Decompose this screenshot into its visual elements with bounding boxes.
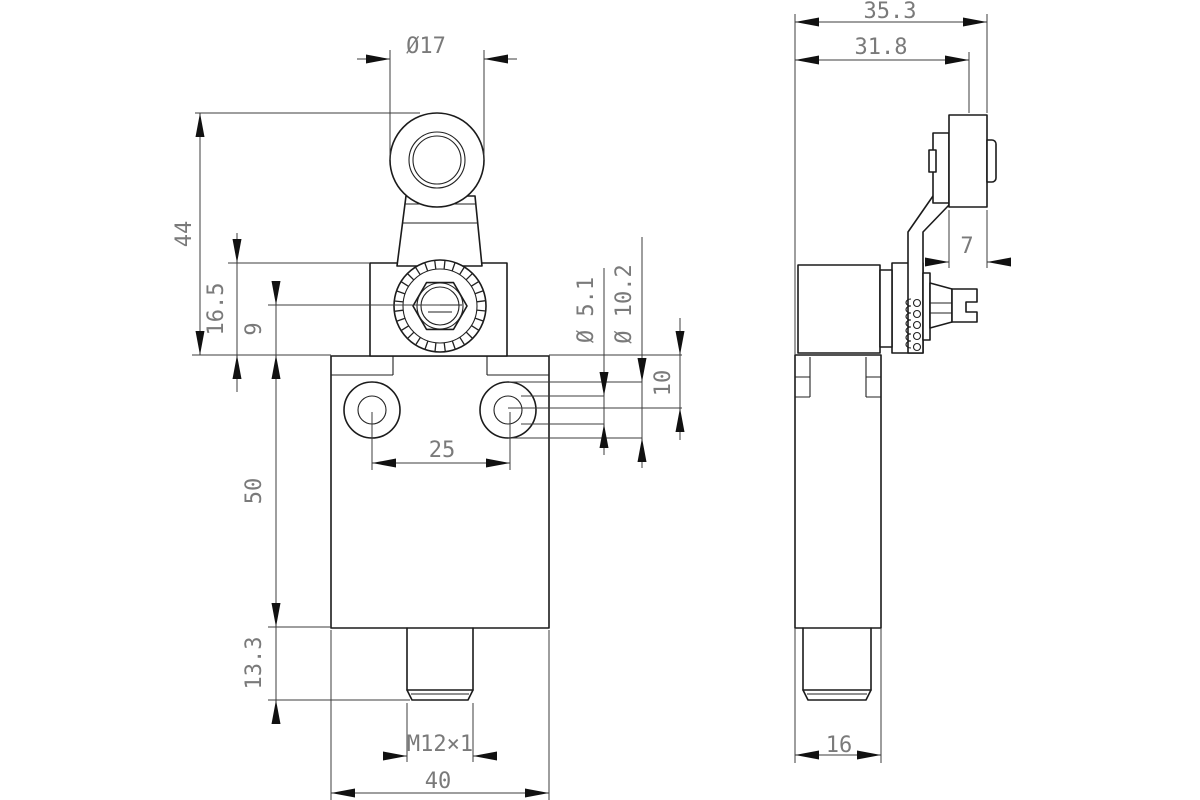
dial-serration	[394, 260, 486, 352]
side-roller	[928, 114, 997, 208]
axle-washer	[928, 149, 937, 173]
adjustment-dial	[393, 259, 487, 353]
dim-roller-plane-depth-label: 31.8	[855, 35, 908, 60]
hub-knurling	[905, 298, 922, 352]
front-view	[330, 112, 550, 701]
dim-overall-depth-label: 35.3	[864, 0, 917, 24]
dial-hex-nut	[412, 281, 468, 331]
lever-shaft-end	[922, 272, 978, 341]
dim-hole-diameter-label: Ø 5.1	[574, 277, 599, 343]
dim-gland-height-label: 13.3	[242, 637, 267, 690]
dim-body-depth-label: 16	[826, 733, 853, 758]
roller-rim	[986, 139, 997, 183]
side-cable-gland	[802, 627, 872, 701]
dim-head-height-label: 16.5	[204, 283, 229, 336]
shaft-slot-plug	[951, 288, 978, 323]
side-view	[794, 114, 997, 701]
side-body	[794, 354, 882, 629]
dim-body-width-label: 40	[425, 769, 452, 794]
dim-counterbore-diameter-label: Ø 10.2	[612, 264, 637, 343]
dim-shaft-offset-label: 9	[242, 322, 267, 335]
side-head	[797, 264, 893, 354]
dim-lever-length-label: 44	[172, 221, 197, 248]
dim-hole-spacing-label: 25	[429, 438, 456, 463]
dim-roller-width-label: 7	[960, 234, 973, 259]
dim-body-height-label: 50	[242, 478, 267, 505]
cable-gland	[406, 627, 474, 701]
head-front-plate	[879, 269, 893, 348]
dim-roller-diameter-label: Ø17	[406, 34, 446, 59]
switch-body	[330, 355, 550, 629]
dim-hole-top-offset-label: 10	[651, 370, 676, 397]
dimension-layer: Ø17 44 16.5 9 50 13.3 25 Ø 5.1 Ø 10.2 10…	[172, 0, 1011, 800]
mounting-groove	[795, 357, 881, 398]
dim-thread-label: M12×1	[407, 732, 473, 757]
